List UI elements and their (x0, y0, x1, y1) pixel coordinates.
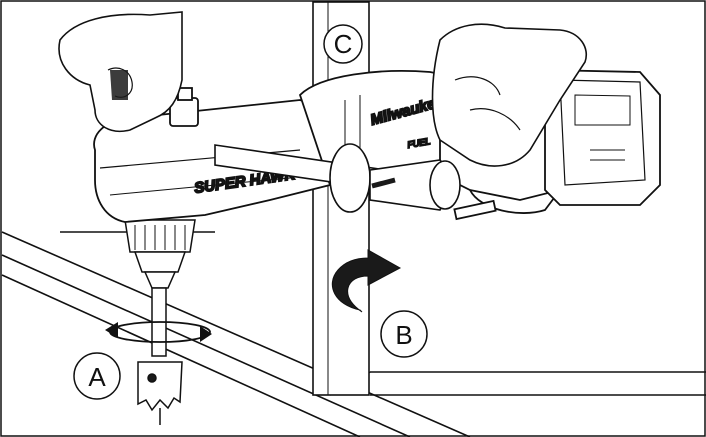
floor-edge-line-2 (1, 254, 411, 437)
right-hand-shape (431, 23, 587, 167)
chuck-collar (124, 219, 196, 253)
battery-pack (544, 69, 661, 206)
forstner-bit-head (137, 361, 183, 412)
callout-b-circle (380, 310, 428, 358)
sub-brand-label: FUEL (407, 136, 431, 150)
trigger-lever (453, 199, 497, 221)
chuck-grip-ridges (134, 225, 186, 250)
battery-label-panel (574, 94, 631, 126)
callout-a-circle (73, 352, 121, 400)
floor-edge-line-1 (1, 231, 471, 437)
callout-a: A (73, 352, 121, 400)
rotation-arrowhead-left (105, 322, 118, 338)
left-hand (58, 11, 183, 132)
right-knuckle-line (469, 108, 521, 131)
trigger-guard (469, 189, 561, 214)
gear-housing (93, 99, 331, 223)
chuck-and-bit (124, 219, 196, 425)
side-handle-end-cap (429, 160, 461, 210)
callout-b-label: B (395, 320, 412, 350)
side-handle-flange (329, 143, 371, 213)
callout-a-label: A (88, 362, 106, 392)
side-handle-mark (371, 177, 396, 189)
left-thumb-shadow (110, 70, 128, 100)
chuck-jaw (133, 251, 187, 273)
housing-lower-edge (109, 177, 291, 196)
floor-edge-line-3 (1, 274, 361, 437)
bit-hole-marker (147, 373, 157, 383)
side-handle (214, 143, 461, 213)
chuck-tip (143, 271, 177, 289)
rotation-arrow-b (331, 249, 402, 313)
rotation-arrow-a (105, 321, 212, 343)
rotation-arrowhead-right (200, 326, 212, 342)
callout-c-circle (323, 24, 363, 64)
battery-face (559, 79, 646, 186)
battery-ribs (590, 149, 625, 161)
callout-b: B (380, 310, 428, 358)
right-finger-line (454, 76, 501, 96)
callout-c: C (323, 24, 363, 64)
right-hand (431, 23, 587, 167)
curved-arrow-icon (331, 249, 402, 313)
callout-c-label: C (334, 29, 353, 59)
